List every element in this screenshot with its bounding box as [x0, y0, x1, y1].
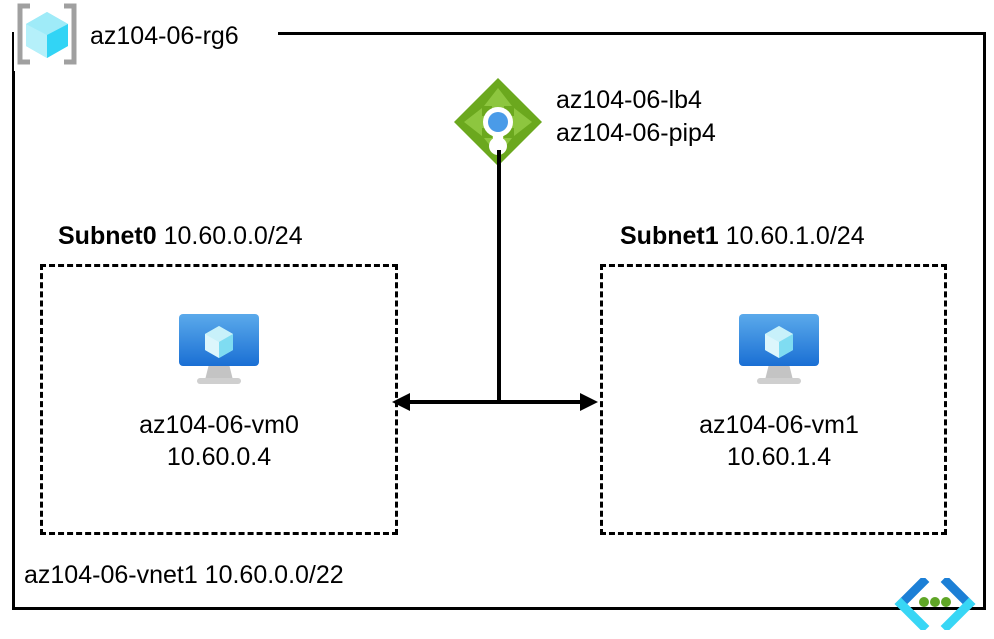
load-balancer-connector-line	[497, 150, 501, 402]
vm1-group: az104-06-vm1 10.60.1.4	[600, 310, 958, 473]
load-balancer-name: az104-06-lb4	[556, 86, 702, 114]
vm0-caption: az104-06-vm0 10.60.0.4	[40, 409, 398, 473]
vm0-group: az104-06-vm0 10.60.0.4	[40, 310, 398, 473]
resource-group-badge: az104-06-rg6	[14, 2, 245, 71]
subnet1-cidr: 10.60.1.0/24	[725, 222, 865, 250]
vm1-icon-wrap	[600, 310, 958, 395]
vm1-caption: az104-06-vm1 10.60.1.4	[600, 409, 958, 473]
resource-group-border-top	[278, 32, 986, 35]
resource-group-border-bottom	[12, 607, 986, 610]
vm0-ip: 10.60.0.4	[166, 443, 272, 471]
subnet0-name: Subnet0	[58, 222, 157, 250]
vm1-name: az104-06-vm1	[699, 411, 859, 439]
resource-group-border-left	[12, 32, 15, 610]
resource-group-border-right	[983, 32, 986, 610]
subnet1-name: Subnet1	[620, 222, 719, 250]
resource-group-label: az104-06-rg6	[90, 22, 239, 50]
subnet0-cidr: 10.60.0.0/24	[163, 222, 303, 250]
subnet0-title: Subnet0 10.60.0.0/24	[58, 224, 303, 249]
subnet0-boundary	[40, 264, 398, 535]
subnet1-boundary	[600, 264, 947, 535]
load-balancer-icon	[452, 76, 544, 173]
public-ip-name: az104-06-pip4	[556, 118, 716, 147]
virtual-machine-icon	[175, 310, 263, 395]
virtual-machine-icon	[735, 310, 823, 395]
subnet-link-arrow	[390, 386, 600, 418]
vm0-icon-wrap	[40, 310, 398, 395]
subnet1-title: Subnet1 10.60.1.0/24	[620, 224, 865, 249]
vm0-name: az104-06-vm0	[139, 411, 299, 439]
vm1-ip: 10.60.1.4	[726, 443, 832, 471]
vnet-label: az104-06-vnet1 10.60.0.0/22	[24, 561, 344, 589]
resource-group-cube-icon	[14, 2, 80, 71]
load-balancer-caption: az104-06-lb4 az104-06-pip4	[556, 84, 716, 149]
virtual-network-icon	[893, 575, 977, 635]
